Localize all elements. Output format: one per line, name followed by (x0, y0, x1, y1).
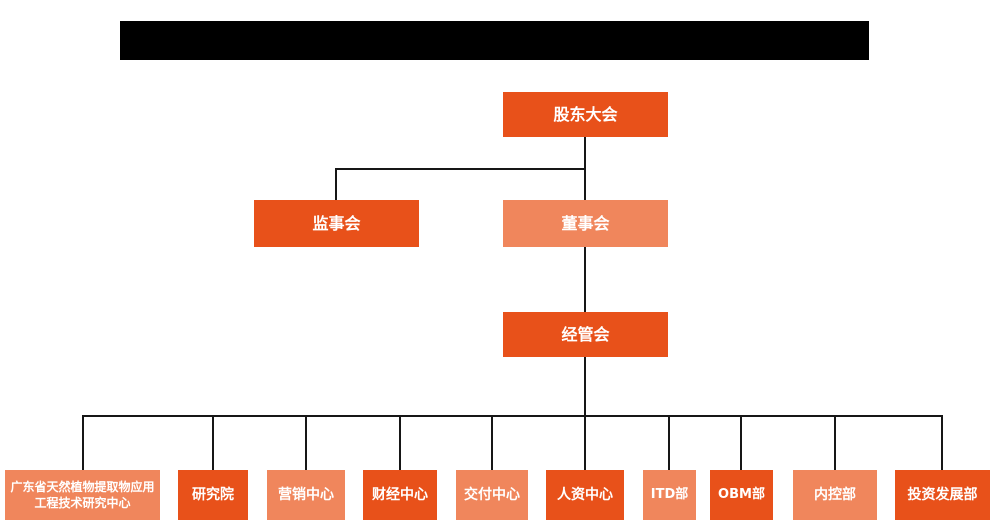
org-node-dept-hr-center: 人资中心 (546, 470, 624, 520)
connector-directors-management (584, 247, 586, 312)
connector-drop-finance (399, 416, 401, 470)
connector-drop-obm (740, 416, 742, 470)
org-node-label: 经管会 (561, 324, 610, 344)
org-node-supervisory-board: 监事会 (254, 200, 419, 247)
org-node-dept-itd: ITD部 (643, 470, 696, 520)
org-node-dept-research-institute: 研究院 (178, 470, 248, 520)
connector-drop-research-center (82, 416, 84, 470)
org-node-dept-research-center: 广东省天然植物提取物应用工程技术研究中心 (5, 470, 160, 520)
connector-drop-marketing (305, 416, 307, 470)
org-node-dept-delivery-center: 交付中心 (456, 470, 528, 520)
org-node-dept-internal-control: 内控部 (793, 470, 877, 520)
org-node-label: OBM部 (718, 487, 765, 503)
org-node-shareholders-meeting: 股东大会 (503, 92, 668, 137)
org-node-board-of-directors: 董事会 (503, 200, 668, 247)
connector-departments-bus (82, 415, 943, 417)
org-node-dept-investment-development: 投资发展部 (895, 470, 990, 520)
org-node-label: 董事会 (561, 213, 610, 233)
connector-drop-delivery (491, 416, 493, 470)
org-node-label: 营销中心 (278, 486, 334, 503)
org-node-label: 监事会 (312, 213, 361, 233)
org-node-label: 内控部 (814, 486, 856, 503)
org-node-label: 研究院 (192, 486, 234, 503)
org-node-label: 人资中心 (557, 486, 613, 503)
org-node-label: 股东大会 (553, 104, 618, 124)
connector-drop-internal-control (834, 416, 836, 470)
org-node-label: 投资发展部 (907, 486, 978, 503)
connector-drop-investment (941, 416, 943, 470)
org-node-dept-finance-center: 财经中心 (363, 470, 437, 520)
connector-supervisory-drop (335, 168, 337, 200)
connector-drop-itd (668, 416, 670, 470)
org-node-dept-obm: OBM部 (710, 470, 773, 520)
org-node-label: ITD部 (650, 487, 689, 503)
org-node-label: 广东省天然植物提取物应用工程技术研究中心 (10, 479, 155, 510)
connector-management-down (584, 357, 586, 470)
redacted-title-bar (120, 21, 869, 60)
org-node-dept-marketing-center: 营销中心 (267, 470, 345, 520)
org-node-management-committee: 经管会 (503, 312, 668, 357)
connector-branch-horizontal (335, 168, 586, 170)
connector-drop-research-institute (212, 416, 214, 470)
org-node-label: 财经中心 (372, 486, 428, 503)
org-node-label: 交付中心 (464, 486, 520, 503)
